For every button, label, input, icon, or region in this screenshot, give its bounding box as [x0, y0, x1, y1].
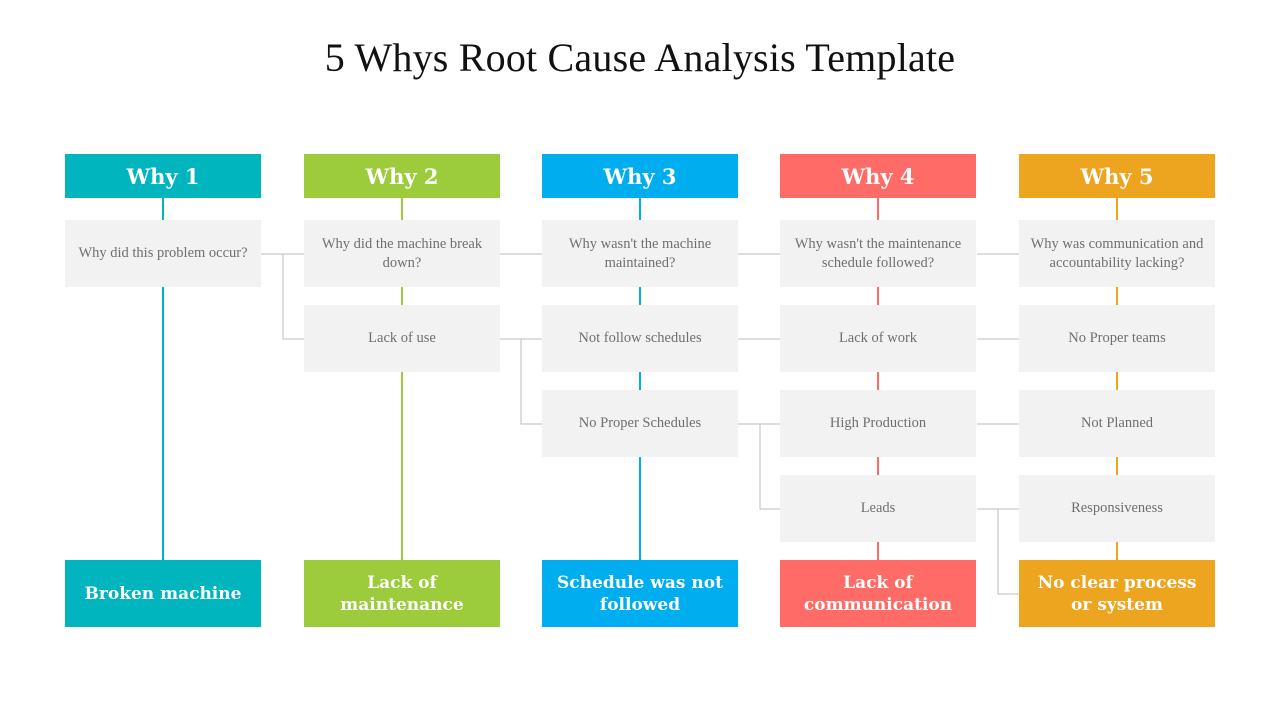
why-5-heading: Why 5 — [1019, 154, 1215, 198]
why-4-question: Why wasn't the maintenance schedule foll… — [780, 220, 976, 287]
why-2-question: Why did the machine break down? — [304, 220, 500, 287]
gray-connectors — [261, 253, 1019, 595]
why-3-answer-2: No Proper Schedules — [542, 390, 738, 457]
connector-leads-result — [997, 509, 1019, 595]
why-4-answer-1: Lack of work — [780, 305, 976, 372]
connector-no-proper-leads — [759, 424, 780, 510]
why-5-question: Why was communication and accountability… — [1019, 220, 1215, 287]
why-4-answer-3: Leads — [780, 475, 976, 542]
why-4-result: Lack of communication — [780, 560, 976, 627]
why-5-answer-3: Responsiveness — [1019, 475, 1215, 542]
connector-q1-lack-of-use — [282, 254, 304, 340]
why-1-question: Why did this problem occur? — [65, 220, 261, 287]
connector-lack-of-use-no-proper-schedules — [520, 339, 542, 425]
why-4-answer-2: High Production — [780, 390, 976, 457]
why-5-answer-2: Not Planned — [1019, 390, 1215, 457]
why-2-answer-1: Lack of use — [304, 305, 500, 372]
why-1-heading: Why 1 — [65, 154, 261, 198]
why-3-heading: Why 3 — [542, 154, 738, 198]
why-1-result: Broken machine — [65, 560, 261, 627]
why-4-heading: Why 4 — [780, 154, 976, 198]
why-5-result: No clear process or system — [1019, 560, 1215, 627]
page-title: 5 Whys Root Cause Analysis Template — [324, 35, 956, 80]
why-5-answer-1: No Proper teams — [1019, 305, 1215, 372]
why-2-heading: Why 2 — [304, 154, 500, 198]
why-3-result: Schedule was not followed — [542, 560, 738, 627]
why-3-question: Why wasn't the machine maintained? — [542, 220, 738, 287]
why-2-result: Lack of maintenance — [304, 560, 500, 627]
why-3-answer-1: Not follow schedules — [542, 305, 738, 372]
